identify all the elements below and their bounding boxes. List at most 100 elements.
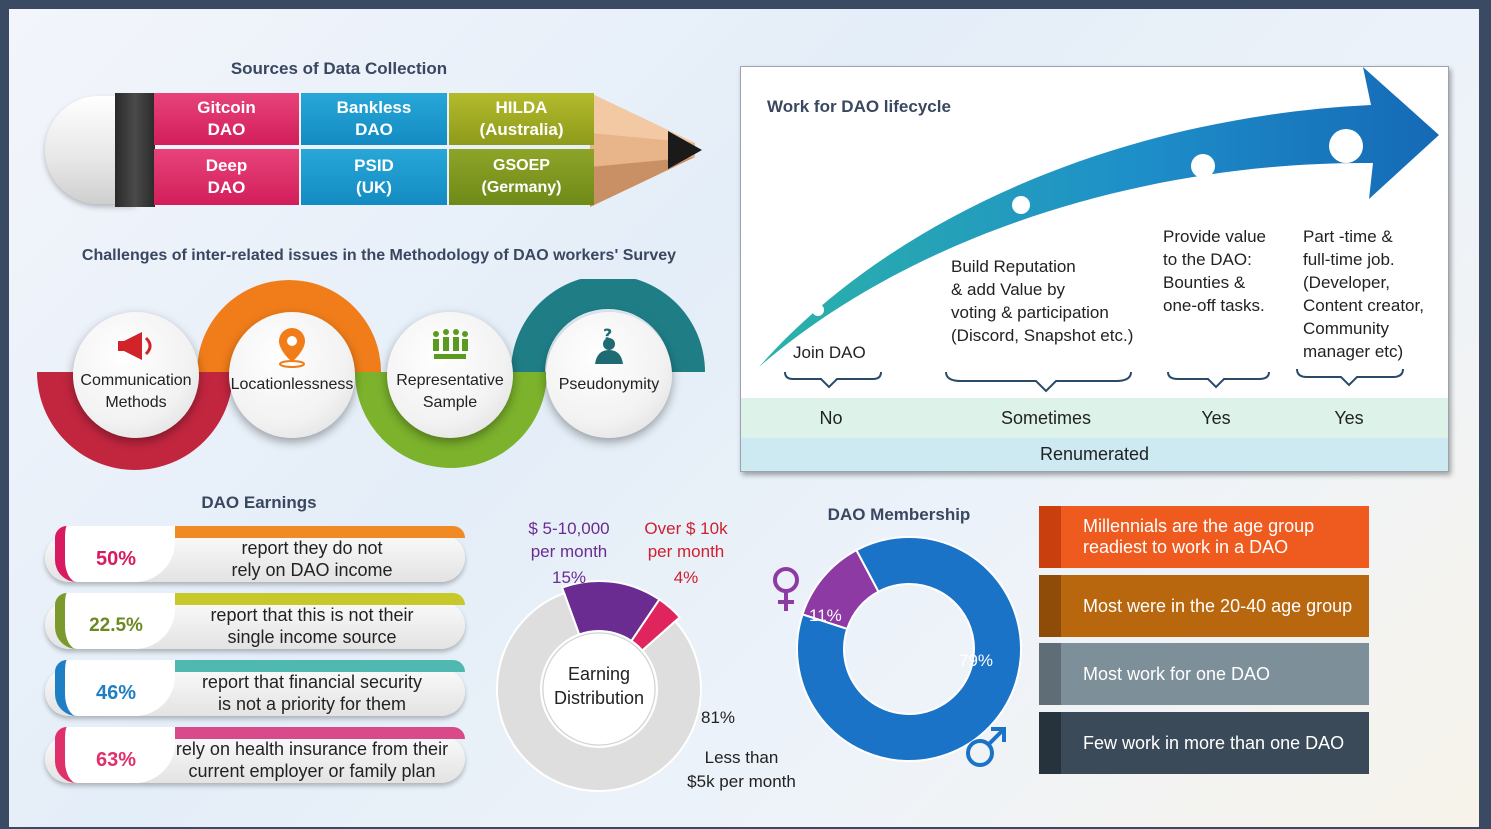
stage-line: Content creator, bbox=[1303, 296, 1424, 315]
challenge-label: Representative bbox=[396, 372, 504, 389]
finding-fold bbox=[1039, 506, 1061, 568]
earnings-line: report that financial security bbox=[201, 672, 423, 692]
stage-line: Bounties & bbox=[1163, 273, 1246, 292]
location-pin-icon bbox=[229, 326, 355, 373]
legend-pct: 4% bbox=[673, 568, 699, 587]
earnings-pct: 63% bbox=[95, 749, 137, 771]
challenge-label: Methods bbox=[105, 394, 167, 411]
finding-fold bbox=[1039, 575, 1061, 637]
finding-one-dao: Most work for one DAO bbox=[1039, 643, 1399, 705]
donut-slice-2 bbox=[496, 591, 702, 792]
finding-more-than-one: Few work in more than one DAO bbox=[1039, 712, 1399, 774]
stage-line: to the DAO: bbox=[1163, 250, 1252, 269]
membership-chart bbox=[796, 536, 1022, 762]
challenges-ribbon bbox=[37, 279, 705, 470]
stage-desc-value: Provide value to the DAO: Bounties & one… bbox=[1163, 225, 1266, 317]
paid-job: Yes bbox=[1334, 408, 1364, 428]
stage-line: Part -time & bbox=[1303, 227, 1393, 246]
earnings-line: rely on DAO income bbox=[231, 560, 393, 580]
earnings-line: report they do not bbox=[241, 538, 383, 558]
stage-line: manager etc) bbox=[1303, 342, 1404, 361]
source-cell-hilda: HILDA (Australia) bbox=[449, 93, 594, 145]
challenge-label: Pseudonymity bbox=[558, 376, 660, 393]
source-line: Deep bbox=[205, 156, 248, 175]
earnings-bar-tab bbox=[55, 660, 175, 716]
finding-fold bbox=[1039, 643, 1061, 705]
stage-line: & add Value by bbox=[951, 280, 1066, 299]
megaphone-icon bbox=[73, 326, 199, 371]
finding-text: Few work in more than one DAO bbox=[1083, 732, 1345, 753]
finding-age-group: Most were in the 20-40 age group bbox=[1039, 575, 1399, 637]
earning-distribution-chart bbox=[496, 580, 702, 792]
challenge-locationlessness: Locationlessness bbox=[229, 312, 355, 438]
finding-face bbox=[1039, 712, 1369, 774]
source-line: DAO bbox=[355, 120, 393, 139]
stage-desc-join: Join DAO bbox=[793, 342, 866, 364]
paid-row: No Sometimes Yes Yes bbox=[741, 398, 1448, 438]
lifecycle-footer: Renumerated bbox=[741, 438, 1448, 471]
source-line: Gitcoin bbox=[197, 98, 256, 117]
earnings-bar-tab bbox=[55, 526, 175, 582]
stage-desc-reputation: Build Reputation & add Value by voting &… bbox=[951, 255, 1133, 347]
membership-title: DAO Membership bbox=[827, 505, 971, 524]
source-line: HILDA bbox=[495, 98, 548, 117]
earnings-pct: 22.5% bbox=[89, 615, 143, 636]
donut-center bbox=[542, 632, 656, 746]
earnings-bar-tab bbox=[55, 593, 175, 649]
lifecycle-title: Work for DAO lifecycle bbox=[767, 97, 951, 116]
lifecycle-arrow bbox=[759, 67, 1439, 393]
legend-5-10k: $ 5-10,000 per month 15% bbox=[509, 517, 629, 589]
legend-line: $ 5-10,000 bbox=[528, 519, 610, 538]
male-pct: 79% bbox=[959, 651, 994, 670]
sources-title: Sources of Data Collection bbox=[230, 59, 448, 78]
stage-line: Community bbox=[1303, 319, 1389, 338]
source-line: DAO bbox=[207, 178, 246, 197]
finding-text: Most work for one DAO bbox=[1083, 663, 1271, 684]
pencil-tip bbox=[590, 93, 702, 207]
challenge-label: Locationlessness bbox=[230, 376, 354, 393]
challenge-label: Communication bbox=[80, 372, 192, 389]
legend-line: $5k per month bbox=[687, 772, 796, 791]
source-cell-deepdao: Deep DAO bbox=[154, 149, 299, 205]
stage-desc-job: Part -time & full-time job. (Developer, … bbox=[1303, 225, 1424, 363]
paid-join: No bbox=[819, 408, 843, 428]
pencil-ferrule bbox=[115, 93, 155, 207]
stage-line: Provide value bbox=[1163, 227, 1267, 246]
finding-line: Millennials are the age group bbox=[1083, 516, 1315, 536]
svg-text:?: ? bbox=[603, 326, 612, 344]
earnings-line: current employer or family plan bbox=[188, 761, 436, 781]
finding-face bbox=[1039, 643, 1369, 705]
paid-reputation: Sometimes bbox=[1000, 408, 1092, 428]
source-cell-psid: PSID (UK) bbox=[301, 149, 447, 205]
source-line: (Germany) bbox=[481, 179, 562, 196]
source-line: (UK) bbox=[356, 178, 392, 197]
finding-face bbox=[1039, 506, 1369, 568]
people-group-icon bbox=[387, 326, 513, 371]
female-icon bbox=[773, 567, 799, 611]
lifecycle-panel: Work for DAO lifecycle Join DAO bbox=[740, 66, 1449, 472]
stage-line: full-time job. bbox=[1303, 250, 1395, 269]
challenge-label: Sample bbox=[422, 394, 478, 411]
donut-slice-1 bbox=[796, 536, 1022, 762]
earnings-line: is not a priority for them bbox=[217, 694, 407, 714]
earnings-line: rely on health insurance from their bbox=[175, 739, 449, 759]
infographic-canvas: Sources of Data Collection Gitcoin DAO B… bbox=[9, 9, 1479, 827]
challenges-title: Challenges of inter-related issues in th… bbox=[81, 247, 677, 264]
earnings-pct: 46% bbox=[95, 682, 137, 704]
legend-line: per month bbox=[530, 542, 608, 561]
legend-line: Over $ 10k bbox=[644, 519, 728, 538]
pencil-graphic bbox=[45, 91, 725, 211]
earnings-pct: 50% bbox=[95, 548, 137, 570]
source-cell-bankless: Bankless DAO bbox=[301, 93, 447, 145]
stage-line: Join DAO bbox=[793, 343, 866, 362]
